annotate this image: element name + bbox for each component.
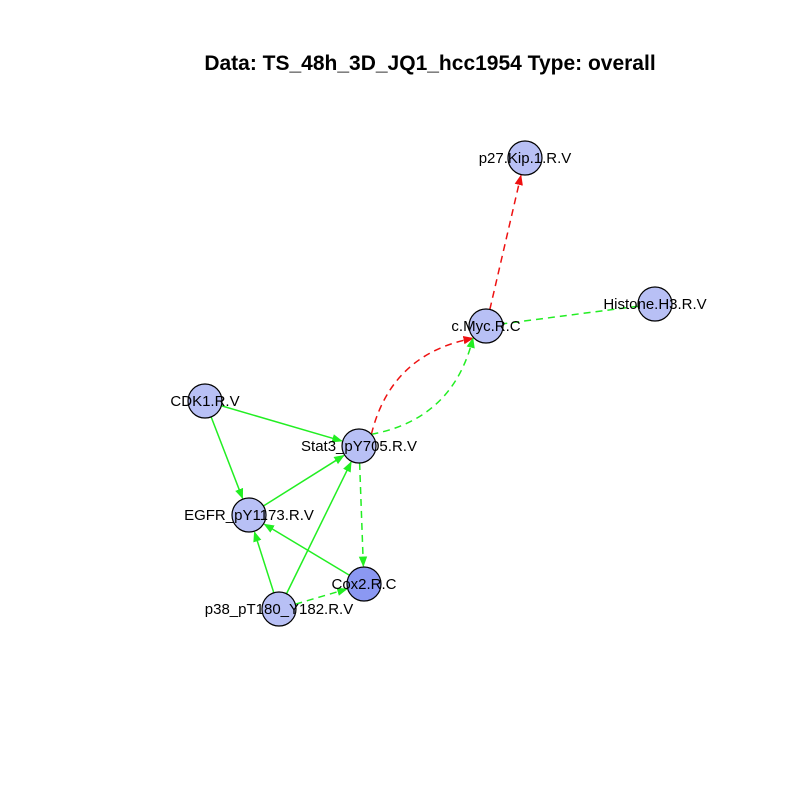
edges-layer (210, 174, 639, 605)
edge-cdk1-to-egfr (210, 416, 244, 500)
node-p38-circle (261, 591, 297, 627)
edge-p38-to-stat3 (285, 461, 352, 595)
edge-stat3-to-cmyc (371, 337, 475, 436)
edge-stat3-to-cox2 (358, 462, 368, 568)
node-cdk1-circle (187, 383, 223, 419)
node-egfr-circle (231, 497, 267, 533)
edge-stat3-to-cmyc (370, 335, 474, 435)
node-stat3-label: Stat3_pY705.R.V (301, 438, 417, 455)
node-cdk1-label: CDK1.R.V (170, 393, 239, 410)
plot-title: Data: TS_48h_3D_JQ1_hcc1954 Type: overal… (204, 52, 655, 75)
node-histone-circle (637, 286, 673, 322)
node-p27: p27.Kip.1.R.V (479, 140, 572, 176)
node-cox2: Cox2.R.C (331, 566, 397, 602)
edge-p38-to-egfr (253, 531, 275, 594)
edge-egfr-to-stat3 (263, 454, 345, 507)
node-cox2-circle (346, 566, 382, 602)
node-egfr-label: EGFR_pY1173.R.V (184, 507, 314, 524)
node-histone: Histone.H3.R.V (603, 286, 707, 322)
node-p27-label: p27.Kip.1.R.V (479, 150, 572, 167)
node-cmyc: c.Myc.R.C (451, 308, 521, 344)
nodes-layer: p27.Kip.1.R.V Histone.H3.R.V c.Myc.R.C CDK1… (170, 140, 707, 627)
node-cdk1: CDK1.R.V (170, 383, 240, 419)
node-stat3: Stat3_pY705.R.V (301, 428, 417, 464)
edge-cox2-to-egfr (263, 523, 350, 576)
edge-histone-to-cmyc (503, 305, 639, 325)
edge-cdk1-to-stat3 (221, 405, 343, 443)
node-cmyc-circle (468, 308, 504, 344)
node-p27-circle (507, 140, 543, 176)
node-p38: p38_pT180_Y182.R.V (205, 591, 353, 627)
node-cox2-label: Cox2.R.C (331, 576, 396, 593)
node-egfr: EGFR_pY1173.R.V (184, 497, 314, 533)
edge-p38-to-cox2 (295, 587, 348, 605)
node-histone-label: Histone.H3.R.V (603, 296, 706, 313)
edge-cmyc-to-p27 (489, 174, 523, 310)
node-cmyc-label: c.Myc.R.C (451, 318, 520, 335)
node-stat3-circle (341, 428, 377, 464)
node-p38-label: p38_pT180_Y182.R.V (205, 601, 353, 618)
